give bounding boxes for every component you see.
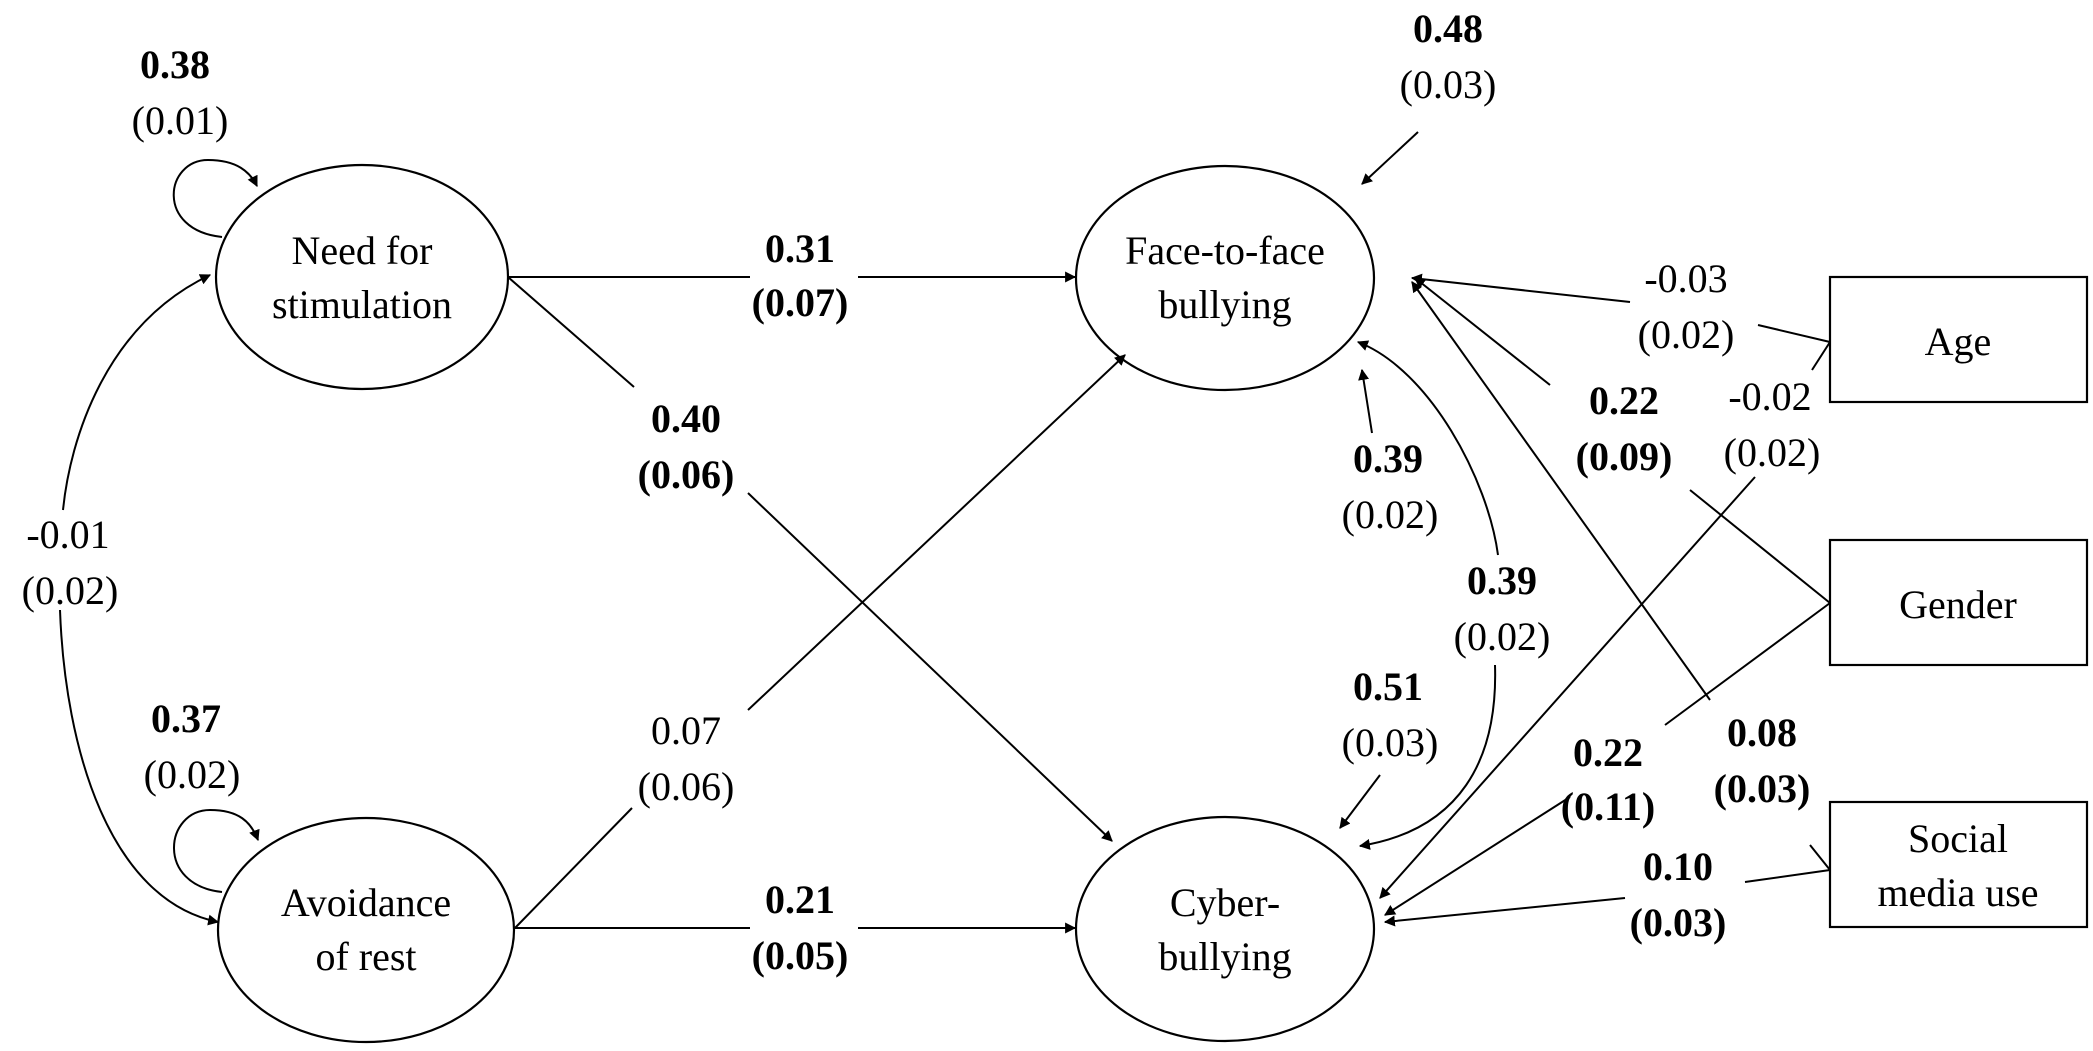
aor-to-cyb-coef: 0.21 — [765, 877, 835, 922]
nfs-variance-loop — [172, 158, 258, 238]
nfs-aor-covariance-arrow-lower — [59, 609, 220, 926]
nfs-to-cyb-arrow-tail — [507, 276, 635, 388]
age-to-cyb-arrow — [1379, 476, 1756, 899]
need-for-stimulation-label-2: stimulation — [272, 282, 452, 327]
gender-to-ffb-arrow — [1414, 277, 1551, 386]
age-to-ffb-arrow — [1410, 273, 1631, 303]
smu-to-cyb-arrow-tail — [1744, 869, 1831, 883]
nfs-variance-se: (0.01) — [132, 98, 229, 143]
aor-to-ffb-arrow — [747, 354, 1126, 711]
face-to-face-bullying-label-2: bullying — [1158, 282, 1291, 327]
age-to-ffb-coef: -0.03 — [1644, 256, 1727, 301]
age-to-cyb-se: (0.02) — [1724, 430, 1821, 475]
nfs-to-ffb-coef: 0.31 — [765, 226, 835, 271]
cyberbullying-label-1: Cyber- — [1170, 880, 1280, 925]
smu-to-ffb-arrow — [1411, 281, 1711, 701]
nfs-variance-coef: 0.38 — [140, 42, 210, 87]
gender-node — [1828, 538, 2089, 667]
cyb-residual-se: (0.03) — [1342, 720, 1439, 765]
aor-to-ffb-se: (0.06) — [638, 764, 735, 809]
aor-to-ffb-coef: 0.07 — [651, 708, 721, 753]
smu-to-cyb-coef: 0.10 — [1643, 844, 1713, 889]
avoidance-of-rest-label-2: of rest — [315, 934, 416, 979]
nfs-to-cyb-arrow — [747, 492, 1113, 842]
ffb-residual-arrow — [1361, 131, 1419, 185]
social-media-use-label-2: media use — [1877, 870, 2038, 915]
nfs-aor-covariance-se: (0.02) — [22, 568, 119, 613]
aor-variance-loop — [173, 808, 260, 893]
gender-to-ffb-arrow-tail — [1689, 489, 1831, 604]
cyb-residual-arrow — [1339, 774, 1381, 829]
need-for-stimulation-node — [214, 163, 510, 391]
gender-to-cyb-coef: 0.22 — [1573, 730, 1643, 775]
gender-to-cyb-se: (0.11) — [1561, 784, 1655, 829]
cyb-residual-coef: 0.51 — [1353, 664, 1423, 709]
face-to-face-bullying-label-1: Face-to-face — [1125, 228, 1325, 273]
social-media-use-label-1: Social — [1908, 816, 2008, 861]
avoidance-of-rest-label-1: Avoidance — [281, 880, 451, 925]
ffb-cyb-covariance-arrow — [1356, 340, 1499, 556]
ffb-inner-residual-coef: 0.39 — [1353, 436, 1423, 481]
smu-to-ffb-arrow-tail — [1809, 844, 1831, 871]
nodes: Need for stimulation Avoidance of rest F… — [214, 163, 2089, 1044]
smu-to-ffb-coef: 0.08 — [1727, 710, 1797, 755]
age-node — [1828, 275, 2089, 404]
estimate-labels: 0.48 (0.03) 0.38 (0.01) 0.37 (0.02) -0.0… — [22, 6, 1821, 978]
cyberbullying-node — [1074, 815, 1376, 1043]
ffb-inner-residual-se: (0.02) — [1342, 492, 1439, 537]
aor-variance-se: (0.02) — [144, 752, 241, 797]
gender-label: Gender — [1899, 582, 2017, 627]
social-media-use-node — [1828, 800, 2089, 929]
smu-to-cyb-se: (0.03) — [1630, 900, 1727, 945]
gender-to-ffb-se: (0.09) — [1576, 434, 1673, 479]
ffb-inner-residual-arrow — [1358, 368, 1373, 434]
ffb-cyb-covariance-coef: 0.39 — [1467, 558, 1537, 603]
nfs-aor-covariance-arrow — [62, 274, 211, 511]
need-for-stimulation-label-1: Need for — [291, 228, 432, 273]
ffb-residual-coef: 0.48 — [1413, 6, 1483, 51]
ffb-residual-se: (0.03) — [1400, 62, 1497, 107]
gender-to-cyb-arrow-tail — [1664, 602, 1831, 726]
ffb-cyb-covariance-arrow-lower — [1358, 664, 1497, 850]
face-to-face-bullying-node — [1074, 164, 1376, 392]
aor-to-cyb-se: (0.05) — [752, 933, 849, 978]
age-to-ffb-arrow-tail — [1757, 324, 1831, 343]
ffb-cyb-covariance-se: (0.02) — [1454, 614, 1551, 659]
gender-to-ffb-coef: 0.22 — [1589, 378, 1659, 423]
nfs-to-cyb-se: (0.06) — [638, 452, 735, 497]
age-to-cyb-arrow-tail — [1811, 341, 1831, 371]
aor-variance-coef: 0.37 — [151, 696, 221, 741]
age-to-cyb-coef: -0.02 — [1728, 374, 1811, 419]
smu-to-cyb-arrow — [1383, 897, 1626, 927]
gender-to-cyb-arrow — [1384, 796, 1571, 916]
avoidance-of-rest-node — [216, 816, 516, 1044]
cyberbullying-label-2: bullying — [1158, 934, 1291, 979]
nfs-aor-covariance-coef: -0.01 — [26, 512, 109, 557]
edges — [59, 131, 1831, 934]
smu-to-ffb-se: (0.03) — [1714, 766, 1811, 811]
age-label: Age — [1925, 319, 1992, 364]
age-to-ffb-se: (0.02) — [1638, 312, 1735, 357]
aor-to-ffb-arrow-tail — [514, 807, 633, 929]
nfs-to-cyb-coef: 0.40 — [651, 396, 721, 441]
nfs-to-ffb-se: (0.07) — [752, 280, 849, 325]
